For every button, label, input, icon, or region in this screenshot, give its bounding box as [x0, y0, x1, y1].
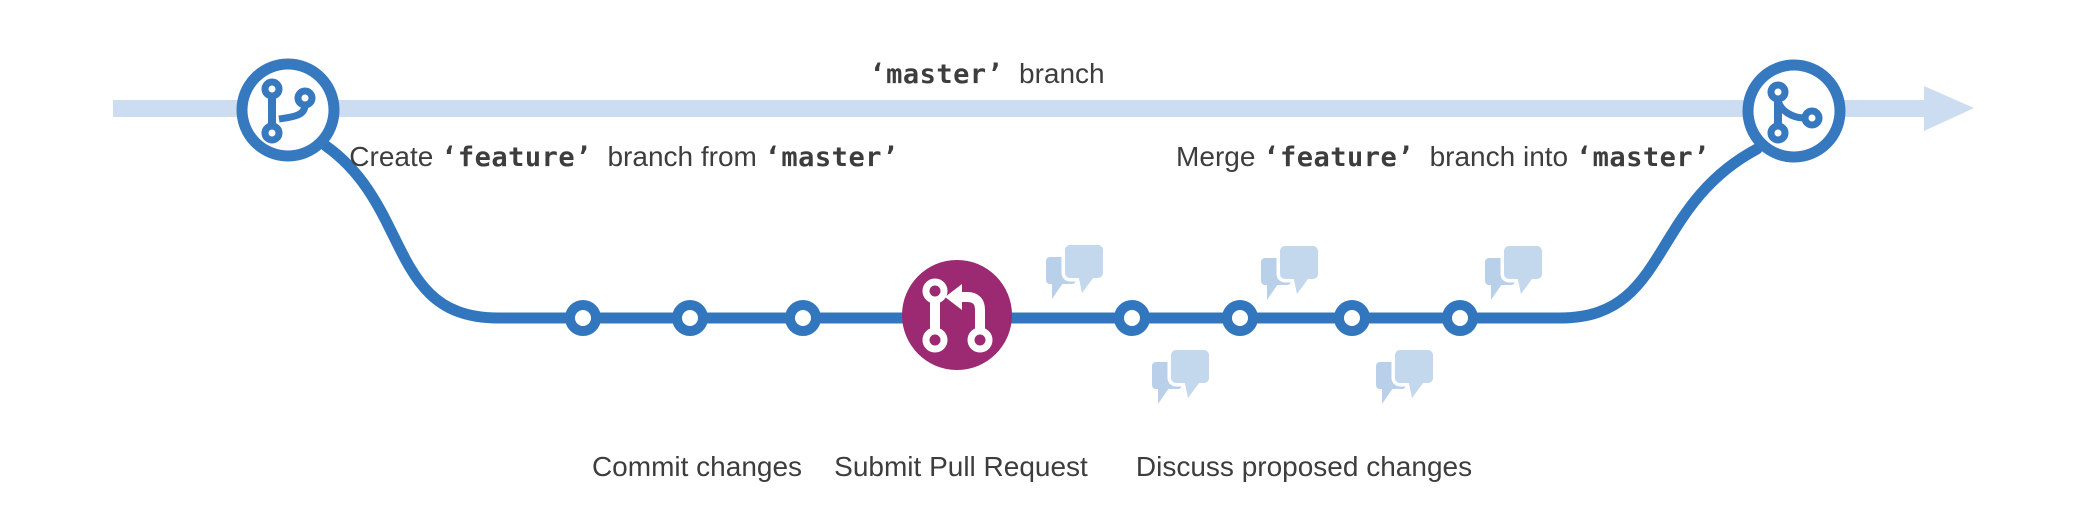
merge-branch-label-code: ‘feature’ [1263, 142, 1415, 173]
git-branch-icon [261, 78, 316, 144]
commit-node [1334, 300, 1370, 336]
merge-branch-label-text: Merge [1176, 141, 1264, 172]
commit-node [672, 300, 708, 336]
discussion-bubbles-icon [1376, 350, 1433, 404]
merge-branch-label-text: branch into [1414, 141, 1576, 172]
discuss-changes-label: Discuss proposed changes [1135, 451, 1473, 482]
master-branch-line [113, 100, 1927, 117]
commit-node [785, 300, 821, 336]
merge-branch-label: Merge ‘feature’ branch into ‘master’ [1176, 140, 1710, 175]
commit-changes-label: Commit changes [591, 451, 803, 482]
branch-point-node [236, 58, 340, 162]
submit-pull-request-label: Submit Pull Request [834, 451, 1088, 482]
discussion-bubbles-icon [1046, 245, 1103, 299]
commit-node [1222, 300, 1258, 336]
create-branch-label-code: ‘feature’ [441, 142, 592, 173]
commit-nodes [565, 300, 1478, 336]
master-branch-label-code: ‘master’ [869, 59, 1004, 90]
discussion-bubbles-icon [1152, 350, 1209, 404]
create-branch-label-text: branch from [591, 141, 765, 172]
discussion-bubbles-icon [1261, 246, 1318, 300]
arrow-right-icon [1924, 86, 1974, 131]
commit-node [1114, 300, 1150, 336]
feature-branch-line [320, 140, 1763, 324]
commit-node [565, 300, 601, 336]
merge-point-node [1742, 59, 1846, 163]
create-branch-label-text: Create [349, 141, 442, 172]
commit-node [1442, 300, 1478, 336]
master-branch-label: ‘master’ branch [869, 57, 1104, 92]
git-merge-icon [1767, 81, 1823, 144]
merge-branch-label-code: ‘master’ [1575, 142, 1710, 173]
create-branch-label: Create ‘feature’ branch from ‘master’ [349, 140, 898, 175]
pull-request-node [902, 260, 1012, 370]
git-pull-request-icon [922, 278, 993, 353]
master-branch-label-text: branch [1003, 58, 1105, 89]
discussion-bubbles-icon [1485, 246, 1542, 300]
create-branch-label-code: ‘master’ [764, 142, 899, 173]
